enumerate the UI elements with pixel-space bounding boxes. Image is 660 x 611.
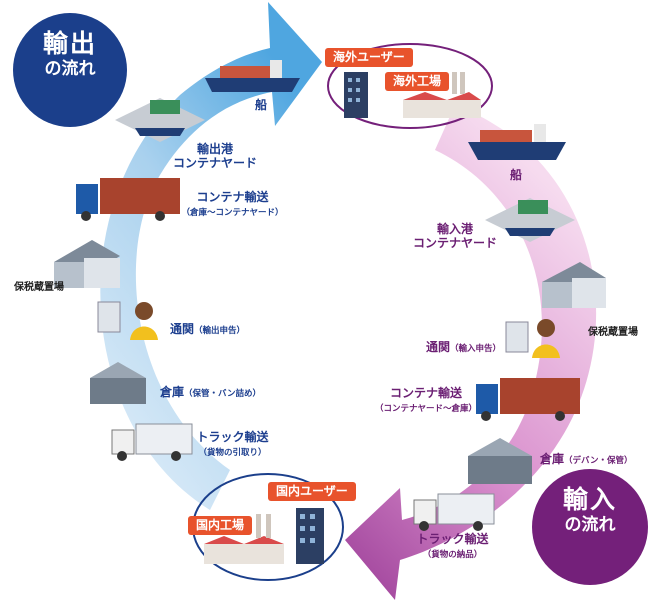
import-bonded-warehouse-icon — [542, 262, 606, 308]
export-container-label: コンテナ輸送 （倉庫〜コンテナヤード） — [180, 190, 285, 220]
import-truck-label: トラック輸送 （貨物の納品） — [410, 532, 495, 562]
import-port-label: 輸入港 コンテナヤード — [410, 222, 500, 250]
export-container-sub: （倉庫〜コンテナヤード） — [181, 208, 284, 218]
import-ship-label: 船 — [510, 168, 523, 182]
export-truck-icon — [111, 423, 193, 461]
export-truck-label: トラック輸送 （貨物の引取り） — [190, 430, 275, 460]
overseas-user-tag: 海外ユーザー — [325, 48, 413, 67]
export-badge-line1: 輸出 — [42, 29, 97, 58]
import-warehouse-icon — [468, 438, 532, 484]
import-truck-main: トラック輸送 — [416, 532, 489, 546]
import-port-line1: 輸入港 — [436, 222, 473, 236]
domestic-factory-icon — [204, 514, 284, 564]
import-container-truck-icon — [476, 378, 580, 421]
domestic-factory-tag: 国内工場 — [188, 516, 253, 535]
export-port-line1: 輸出港 — [196, 142, 233, 156]
export-truck-sub: （貨物の引取り） — [198, 448, 267, 458]
import-port-line2: コンテナヤード — [412, 236, 497, 250]
import-customs-label: 通関（輸入申告） — [426, 340, 501, 356]
import-truck-icon — [413, 493, 495, 531]
import-warehouse-main: 倉庫 — [540, 452, 565, 466]
export-customs-label: 通関（輸出申告） — [170, 322, 245, 338]
import-container-main: コンテナ輸送 — [389, 386, 462, 400]
export-badge-text: 輸出 の流れ — [13, 13, 127, 127]
export-customs-officer-icon — [97, 301, 158, 340]
import-port-icon — [485, 198, 575, 242]
export-warehouse-sub: （保管・バン詰め） — [184, 389, 261, 399]
export-port-line2: コンテナヤード — [172, 156, 257, 170]
export-badge-line2: の流れ — [44, 59, 96, 79]
export-truck-main: トラック輸送 — [196, 430, 269, 444]
export-customs-sub: （輸出申告） — [194, 326, 246, 336]
export-container-truck-icon — [76, 178, 180, 221]
export-container-main: コンテナ輸送 — [196, 190, 269, 204]
import-badge — [532, 469, 648, 585]
export-bonded-warehouse-icon — [54, 240, 120, 288]
export-badge — [13, 13, 127, 127]
export-warehouse-main: 倉庫 — [160, 385, 185, 399]
overseas-factory-tag: 海外工場 — [385, 72, 450, 91]
export-warehouse-icon — [90, 362, 146, 404]
import-ship-icon — [468, 124, 566, 160]
import-customs-sub: （輸入申告） — [450, 344, 502, 354]
import-customs-officer-icon — [505, 319, 560, 358]
export-warehouse-label: 倉庫（保管・バン詰め） — [160, 385, 261, 401]
domestic-user-tag: 国内ユーザー — [268, 482, 356, 501]
overseas-office-building-icon — [344, 72, 368, 118]
export-ship-label: 船 — [255, 98, 268, 112]
import-badge-line2: の流れ — [564, 515, 616, 535]
import-container-sub: （コンテナヤード〜倉庫） — [374, 404, 477, 414]
export-port-label: 輸出港 コンテナヤード — [170, 142, 260, 170]
import-badge-text: 輸入 の流れ — [532, 469, 648, 585]
import-truck-sub: （貨物の納品） — [422, 550, 483, 560]
export-customs-main: 通関 — [170, 322, 195, 336]
import-bonded-label: 保税蔵置場 — [588, 327, 638, 338]
import-customs-main: 通関 — [426, 340, 451, 354]
export-ship-icon — [205, 60, 300, 92]
export-bonded-label: 保税蔵置場 — [14, 282, 64, 293]
import-warehouse-label: 倉庫（デバン・保管） — [540, 452, 632, 468]
import-badge-line1: 輸入 — [562, 485, 617, 514]
overseas-factory-icon — [403, 72, 481, 118]
import-warehouse-sub: （デバン・保管） — [564, 456, 633, 466]
export-port-icon — [115, 98, 205, 142]
domestic-office-building-icon — [296, 508, 324, 564]
overseas-area — [327, 43, 493, 129]
import-container-label: コンテナ輸送 （コンテナヤード〜倉庫） — [372, 386, 480, 416]
